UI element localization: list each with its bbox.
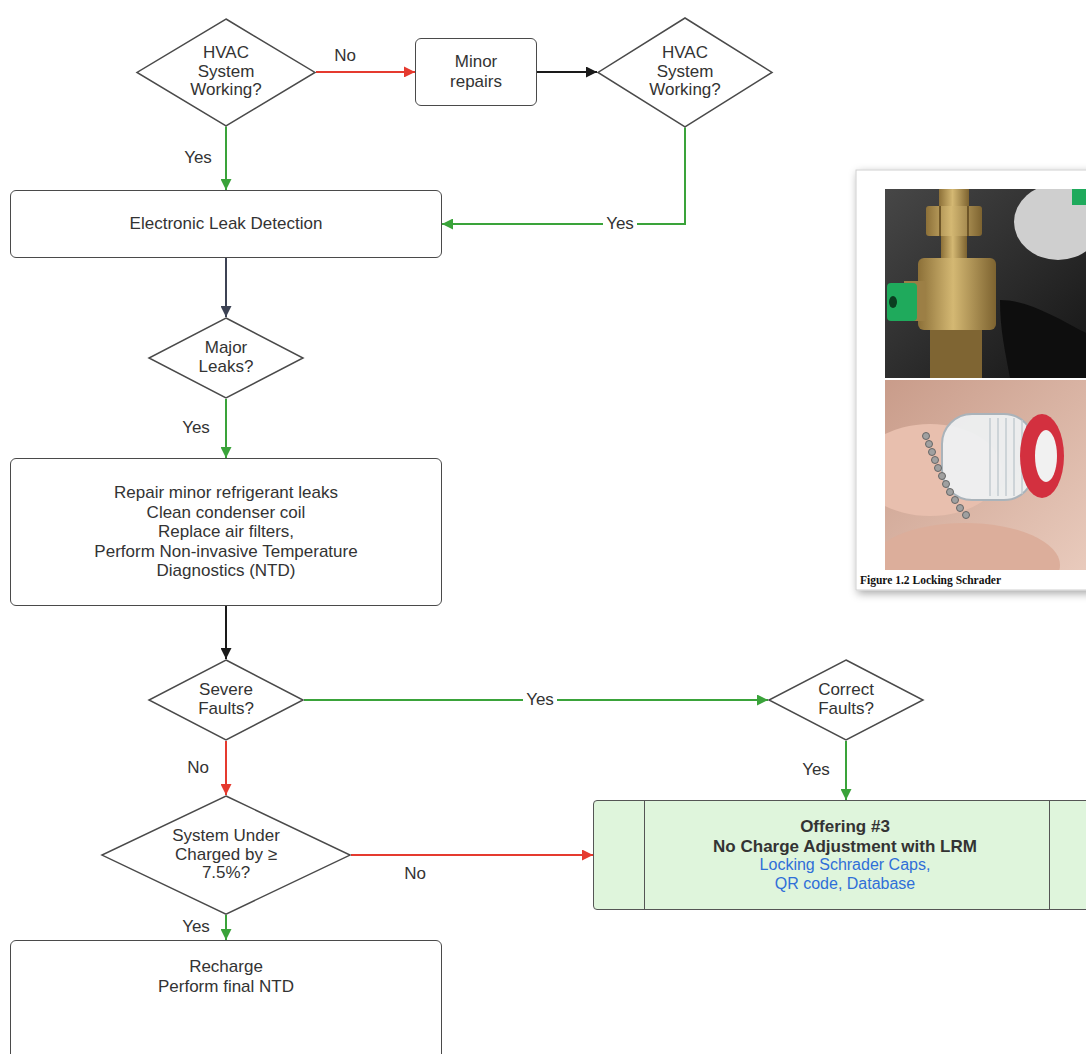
connector [225,258,227,317]
cap-hole [889,296,897,308]
node-text: Severe Faults? [191,681,261,718]
connector [225,915,227,940]
node-text: System Under Charged by ≥ 7.5%? [164,827,289,883]
edge-label: Yes [179,418,213,438]
diamond-border [769,660,923,740]
node-text: Correct Faults? [810,681,882,718]
connector [442,127,685,224]
process-box: Electronic Leak Detection [10,190,442,258]
nut-edge [939,206,941,236]
diamond-border [102,796,350,914]
connector [316,71,415,73]
node-text: Minor repairs [441,52,511,91]
node-text: HVAC System Working? [186,44,266,100]
connector [225,126,227,190]
node-text: Replace air filters, [158,522,294,542]
connector [351,854,593,856]
figure-caption: Figure 1.2 Locking Schrader [860,574,1001,586]
edge-label: Yes [179,917,213,937]
edge-label: No [331,46,359,66]
node-text: Locking Schrader Caps, QR code, Database [753,856,938,893]
photo-frame [856,170,1086,590]
diamond-border [149,660,303,740]
red-ring [1020,414,1064,498]
process-box: RechargePerform final NTD [10,940,442,1054]
connector [845,741,847,800]
edge-label: Yes [603,214,637,234]
process-box: Minor repairs [415,38,537,106]
cap-photo [885,380,1086,570]
edge-label: No [184,758,212,778]
connector [225,606,227,659]
process-box: Repair minor refrigerant leaksClean cond… [10,458,442,606]
node-text: Major Leaks? [191,339,261,376]
finger [885,424,1002,516]
node-text: Offering #3 [800,817,890,837]
decision-diamond: Correct Faults? [768,659,924,741]
cap-knurling [990,418,1022,496]
ring-face [1035,430,1057,482]
node-text: HVAC System Working? [645,44,725,100]
edge-label: Yes [799,760,833,780]
node-text: Electronic Leak Detection [130,214,323,234]
connector [225,741,227,795]
photo-divider [885,378,1086,380]
node-text: Perform final NTD [158,977,294,997]
diamond-border [598,18,772,127]
node-text: Clean condenser coil [147,503,306,523]
diamond-border [137,19,315,126]
edge-label: Yes [523,690,557,710]
valve-neck [941,236,967,260]
background-object [1072,189,1086,205]
node-text: Perform Non-invasive Temperature Diagnos… [76,542,376,581]
thumb [885,523,1060,570]
valve-stem [939,189,969,211]
valve-nut [926,206,982,236]
decision-diamond: Severe Faults? [148,659,304,741]
inner-rule [644,801,645,909]
decision-diamond: HVAC System Working? [136,18,316,127]
edge-label: No [401,864,429,884]
photo-background [885,189,1086,378]
green-cap [887,283,917,321]
connector [225,399,227,458]
diamond-border [149,318,303,398]
decision-diamond: System Under Charged by ≥ 7.5%? [101,795,351,915]
node-text: Recharge [189,957,263,977]
node-text: No Charge Adjustment with LRM [713,837,977,857]
valve-photo [885,189,1086,378]
decision-diamond: Major Leaks? [148,317,304,399]
valve-port [904,281,926,321]
valve-base [930,330,982,378]
node-text: Repair minor refrigerant leaks [114,483,338,503]
photo-background [885,380,1086,570]
predefined-process-box: Offering #3No Charge Adjustment with LRM… [593,800,1086,910]
edge-label: Yes [181,148,215,168]
bead-chain [923,433,970,519]
nut-edge [967,206,969,236]
decision-diamond: HVAC System Working? [597,17,773,128]
hose [1000,300,1086,378]
valve-body [918,258,996,330]
clear-cap [942,414,1034,500]
connector [537,71,597,73]
background-object [1014,189,1086,260]
inner-rule [1049,801,1050,909]
